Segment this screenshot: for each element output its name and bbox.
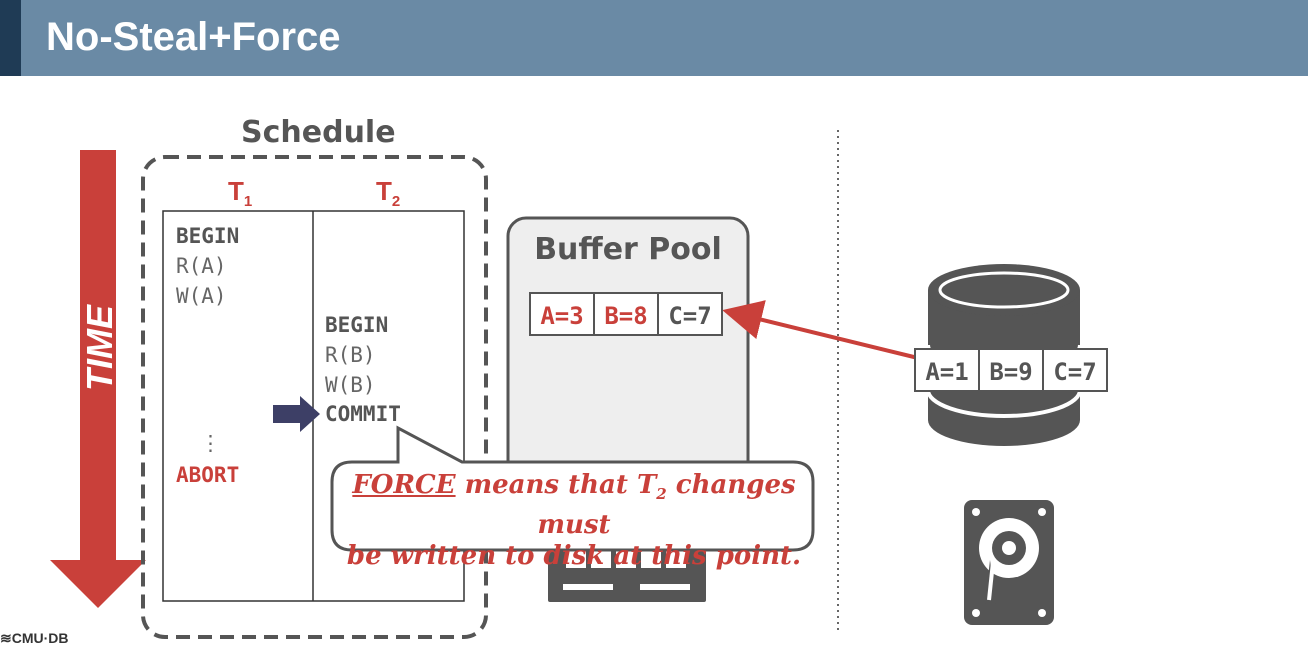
- t1-op-abort: ABORT: [176, 463, 240, 487]
- header-accent-bar: [0, 0, 21, 76]
- buffer-cell-a: A=3: [529, 292, 595, 336]
- time-label: TIME: [79, 305, 120, 391]
- cmu-db-logo: ≋CMU·DB: [0, 630, 69, 646]
- t1-op-read-a: R(A): [176, 254, 227, 278]
- schedule-box: [141, 155, 488, 639]
- disk-cell-c: C=7: [1042, 348, 1108, 392]
- callout-line-1: FORCE means that T2 changes must: [352, 470, 796, 541]
- read-arrow: [722, 300, 919, 360]
- t2-op-begin: BEGIN: [325, 313, 389, 337]
- t2-op-read-b: R(B): [325, 343, 376, 367]
- t1-header: T1: [228, 176, 253, 211]
- disk-cell-b: B=9: [978, 348, 1044, 392]
- t1-op-write-a: W(A): [176, 284, 227, 308]
- buffer-cell-b: B=8: [593, 292, 659, 336]
- callout-line-2: be written to disk at this point.: [346, 541, 802, 572]
- time-arrow: [50, 150, 146, 608]
- t1-op-begin: BEGIN: [176, 224, 240, 248]
- callout-force-word: FORCE: [352, 470, 456, 500]
- buffer-cell-c: C=7: [657, 292, 723, 336]
- callout-bubble: [330, 425, 815, 552]
- disk-cell-a: A=1: [914, 348, 980, 392]
- t2-op-write-b: W(B): [325, 373, 376, 397]
- slide-header: No-Steal+Force: [0, 0, 1308, 76]
- t2-header: T2: [376, 176, 401, 211]
- schedule-title: Schedule: [241, 115, 396, 150]
- commit-pointer-arrow: [273, 396, 320, 432]
- t2-op-commit: COMMIT: [325, 402, 401, 426]
- hard-drive-icon: [964, 500, 1054, 625]
- t1-op-ellipsis: ⋮: [200, 431, 221, 455]
- callout-text: FORCE means that T2 changes must be writ…: [338, 470, 810, 572]
- slide-title: No-Steal+Force: [46, 15, 341, 59]
- buffer-pool-title: Buffer Pool: [534, 232, 722, 267]
